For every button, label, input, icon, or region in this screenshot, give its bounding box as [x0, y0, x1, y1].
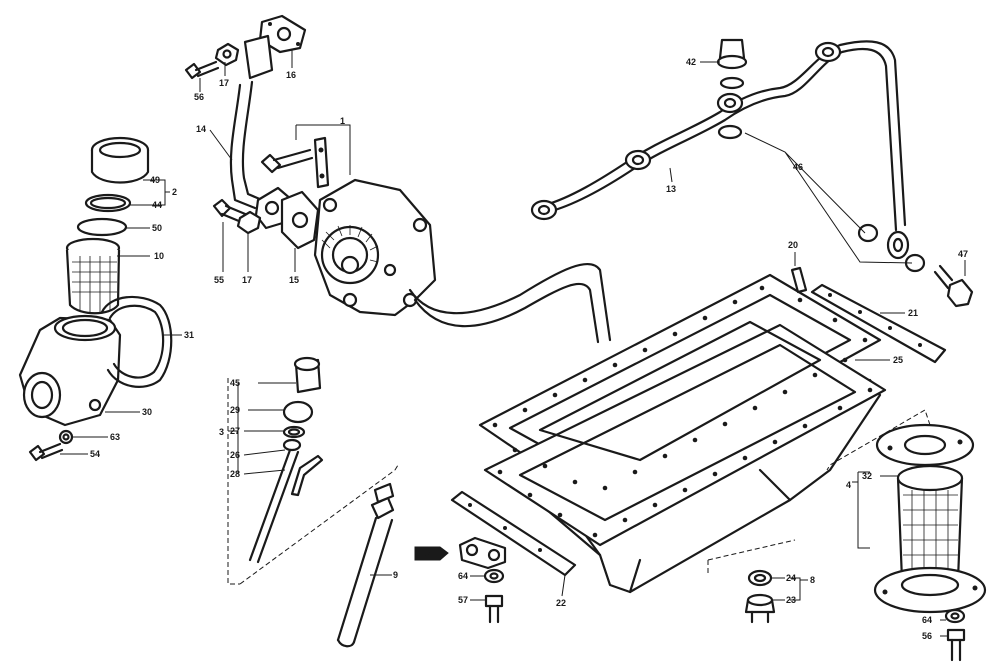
filler-filter-assembly — [18, 136, 173, 462]
label-20: 20 — [788, 240, 798, 250]
label-12: 12 — [420, 549, 430, 559]
oil-pan — [450, 266, 947, 594]
label-24: 24 — [786, 573, 796, 583]
dipstick-assembly-3 — [227, 356, 399, 585]
label-54: 54 — [90, 449, 100, 459]
label-4: 4 — [846, 480, 851, 490]
pump-bolt-and-bracket — [260, 124, 351, 189]
label-50: 50 — [152, 223, 162, 233]
label-2: 2 — [172, 187, 177, 197]
label-57: 57 — [458, 595, 468, 605]
dipstick-tube-9 — [336, 482, 395, 648]
label-17-top: 17 — [219, 78, 229, 88]
label-55: 55 — [214, 275, 224, 285]
label-49: 49 — [150, 175, 160, 185]
label-27: 27 — [230, 426, 240, 436]
oil-pump — [313, 178, 612, 344]
label-22: 22 — [556, 598, 566, 608]
label-32: 32 — [862, 471, 872, 481]
label-16: 16 — [286, 70, 296, 80]
label-8: 8 — [810, 575, 815, 585]
label-56-top: 56 — [194, 92, 204, 102]
label-30: 30 — [142, 407, 152, 417]
label-31: 31 — [184, 330, 194, 340]
label-45: 45 — [230, 378, 240, 388]
label-63: 63 — [110, 432, 120, 442]
oil-line-13 — [530, 38, 974, 308]
bracket-12-assembly — [414, 536, 507, 624]
label-3: 3 — [219, 427, 224, 437]
label-46: 46 — [793, 162, 803, 172]
label-44: 44 — [152, 200, 162, 210]
label-14: 14 — [196, 124, 206, 134]
label-1: 1 — [340, 116, 345, 126]
label-25: 25 — [893, 355, 903, 365]
label-9: 9 — [393, 570, 398, 580]
label-29: 29 — [230, 405, 240, 415]
intake-pipe-assembly — [184, 14, 320, 250]
label-26: 26 — [230, 450, 240, 460]
label-64-left: 64 — [458, 571, 468, 581]
filter-assembly-4 — [826, 409, 987, 662]
label-17-bottom: 17 — [242, 275, 252, 285]
part-number-labels: 1 2 3 4 6 9 10 12 13 14 15 16 17 17 20 2… — [90, 57, 968, 641]
leader-lines — [60, 50, 966, 637]
label-13: 13 — [666, 184, 676, 194]
gasket-bolt-holes — [492, 285, 873, 538]
drain-plug-8 — [707, 539, 796, 624]
label-28: 28 — [230, 469, 240, 479]
label-23: 23 — [786, 595, 796, 605]
label-15: 15 — [289, 275, 299, 285]
label-47: 47 — [958, 249, 968, 259]
label-10: 10 — [154, 251, 164, 261]
label-21: 21 — [908, 308, 918, 318]
label-56-bottom: 56 — [922, 631, 932, 641]
label-42: 42 — [686, 57, 696, 67]
label-64-right: 64 — [922, 615, 932, 625]
